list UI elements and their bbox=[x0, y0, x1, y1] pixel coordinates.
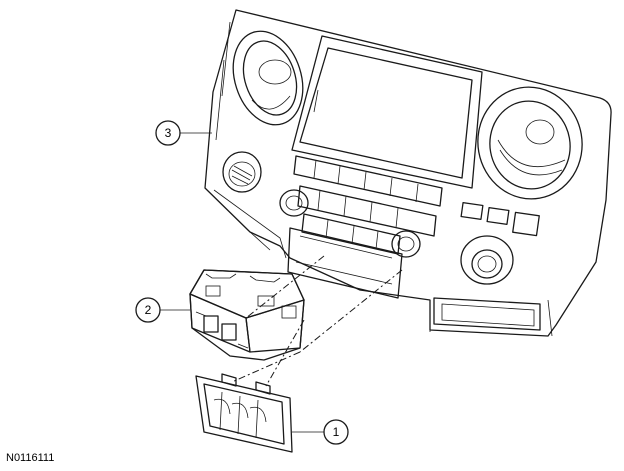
climate-control-panel bbox=[279, 155, 443, 258]
svg-text:1: 1 bbox=[333, 425, 340, 439]
callout-3: 3 bbox=[155, 120, 212, 146]
right-air-vent bbox=[477, 86, 583, 200]
bezel-trim bbox=[195, 373, 293, 453]
storage-pocket bbox=[433, 297, 541, 331]
auxiliary-controls bbox=[460, 202, 540, 285]
display-screen bbox=[291, 35, 483, 189]
callout-2: 2 bbox=[135, 297, 190, 323]
side-vent bbox=[222, 151, 262, 193]
left-air-vent bbox=[232, 30, 304, 126]
svg-text:2: 2 bbox=[145, 303, 152, 317]
figure-id: N0116111 bbox=[6, 452, 55, 464]
svg-text:3: 3 bbox=[165, 126, 172, 140]
alignment-lines bbox=[231, 255, 403, 387]
callout-1: 1 bbox=[292, 419, 349, 445]
switch-module bbox=[189, 269, 305, 361]
